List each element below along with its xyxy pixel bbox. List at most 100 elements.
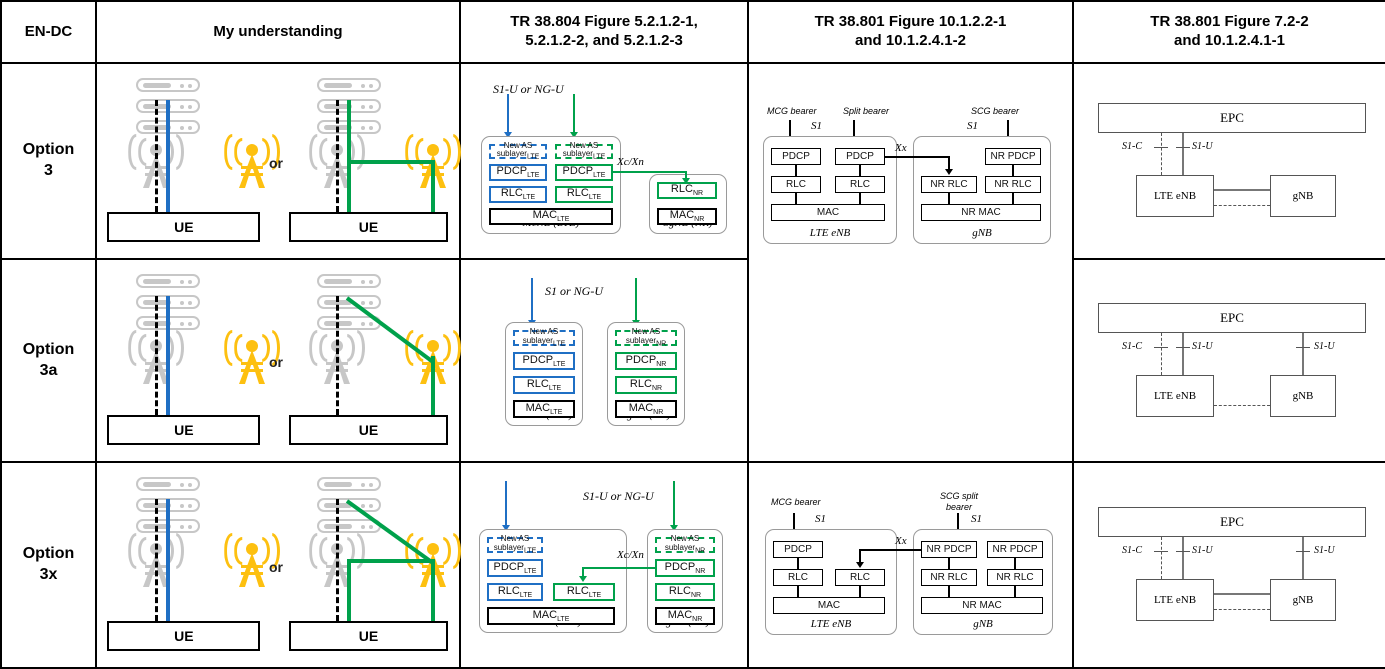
lte-enb-label: LTE eNB <box>1153 390 1197 402</box>
s1c-tick <box>1154 551 1168 552</box>
ue-box: UE <box>288 212 449 242</box>
arrow-mcg <box>789 120 791 146</box>
stack-cell-option-3x: S1-U or NG-UMeNB (LTE)SgNB (NR)New ASsub… <box>459 461 749 669</box>
s1-label-right: S1 <box>971 513 982 525</box>
protocol-block-sublabel: sublayerLTE <box>496 149 540 161</box>
server-led <box>369 280 374 284</box>
connector <box>948 193 950 204</box>
link-line <box>166 499 171 627</box>
server-led <box>180 322 185 326</box>
rlc-lte-green: RLCLTE <box>555 186 613 203</box>
arrow-ngu-green <box>635 278 637 320</box>
arrow-scg <box>1007 120 1009 146</box>
signal-wave <box>128 533 137 569</box>
scene-right: UE <box>285 64 462 258</box>
signal-wave <box>138 537 147 565</box>
link-line <box>347 100 352 218</box>
protocol-block-label: PDCPLTE <box>493 560 537 576</box>
protocol-block-sublabel: sublayerLTE <box>522 335 566 348</box>
server-led <box>361 280 366 284</box>
connector <box>1014 586 1016 597</box>
ue-box: UE <box>288 415 449 445</box>
gnb-label: gNB <box>1292 390 1314 402</box>
header-cell-my-understanding: My understanding <box>95 0 461 64</box>
link-line <box>685 171 687 179</box>
server-led <box>188 126 193 130</box>
node-label: gNB <box>972 227 992 239</box>
bearer-block-label: MAC <box>817 600 841 611</box>
header-label: EN-DC <box>24 22 73 40</box>
node-label: gNB <box>973 618 993 630</box>
rlc-lte-blue: RLCLTE <box>489 186 547 203</box>
signal-wave <box>234 138 243 166</box>
connector <box>795 165 797 176</box>
bearer-block-label: NR RLC <box>994 179 1032 190</box>
tower-crossbar <box>241 362 264 365</box>
link-line <box>859 549 861 563</box>
link-line <box>582 567 584 577</box>
rlc-nr: RLCNR <box>655 583 715 601</box>
scene-right: UE <box>285 463 462 667</box>
gnb-label: gNB <box>1292 190 1314 202</box>
epc-label: EPC <box>1220 110 1244 125</box>
s1c-label: S1-C <box>1122 141 1142 152</box>
server-slot <box>143 279 172 284</box>
enb-gnb-solid-link <box>1214 189 1270 191</box>
nr-rlc-block: NR RLC <box>921 176 977 193</box>
enb-gnb-dashed-link <box>1214 609 1270 610</box>
tower-mast-cut <box>245 565 260 587</box>
signal-wave <box>128 134 137 170</box>
rlc-nr: RLCNR <box>615 376 677 394</box>
s1u-tick-gnb <box>1296 551 1310 552</box>
signal-wave <box>224 330 233 366</box>
interface-label-top: S1 or NG-U <box>545 284 604 298</box>
nr-mac-block: NR MAC <box>921 597 1043 614</box>
control-dashed-line <box>155 296 159 415</box>
row-label-line2: 3 <box>44 162 53 179</box>
protocol-block-label: RLCLTE <box>497 584 533 600</box>
server-led <box>180 126 185 130</box>
server-led <box>361 504 366 508</box>
server-led <box>369 504 374 508</box>
lte-enb-label: LTE eNB <box>1153 190 1197 202</box>
bearer-block-label: NR RLC <box>930 572 968 583</box>
link-line <box>166 296 171 421</box>
s1u-label-gnb: S1-U <box>1314 341 1335 352</box>
s1c-tick <box>1154 347 1168 348</box>
lte-enb-box: LTE eNB <box>1136 175 1214 217</box>
s1u-line-enb <box>1182 133 1184 175</box>
server-rack <box>136 78 201 92</box>
link-line <box>347 559 432 563</box>
connector <box>797 586 799 597</box>
tower-crossbar <box>241 166 264 169</box>
server-led <box>361 525 366 529</box>
mac-nr: MACNR <box>655 607 715 625</box>
antenna-dot <box>427 543 440 555</box>
scene-left: UE <box>104 260 281 461</box>
mac-nr: MACNR <box>615 400 677 418</box>
bearer-block-label: RLC <box>849 179 870 190</box>
bearer-block-label: PDCP <box>782 151 810 162</box>
protocol-block-label: New AS <box>569 140 599 150</box>
antenna-dot <box>427 144 440 156</box>
server-led <box>369 126 374 130</box>
signal-wave <box>405 533 414 569</box>
protocol-block-label: New AS <box>670 534 700 544</box>
mac-nr: MACNR <box>657 208 717 225</box>
server-led <box>361 126 366 130</box>
xx-label: Xx <box>895 142 907 154</box>
signal-wave <box>405 330 414 366</box>
nr-mac-block: NR MAC <box>921 204 1041 221</box>
link-line <box>885 156 949 158</box>
header-cell-tr38801-722: TR 38.801 Figure 7.2-2 and 10.1.2.4.1-1 <box>1072 0 1385 64</box>
nr-rlc-block: NR RLC <box>985 176 1041 193</box>
protocol-block-label: PDCPNR <box>625 353 667 369</box>
